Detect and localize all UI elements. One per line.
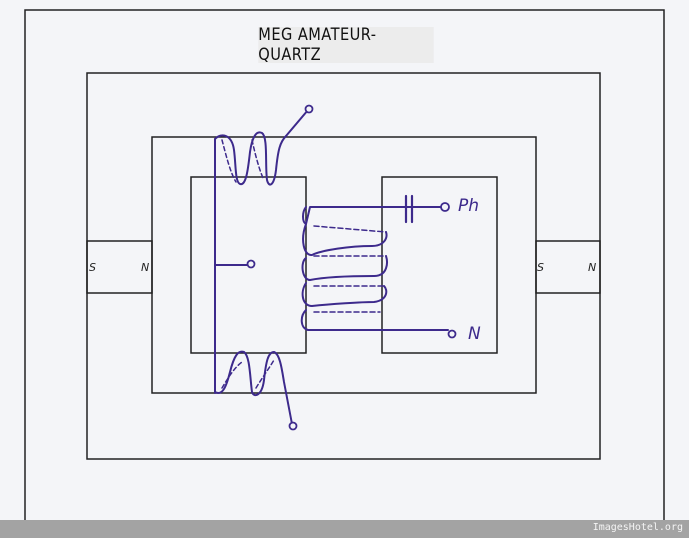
top-coil-back (221, 139, 265, 183)
core-frame (151, 136, 537, 394)
bottom-coil-front (214, 350, 293, 425)
bottom-terminal-circle (288, 421, 298, 431)
top-coil-front (214, 109, 309, 186)
right-magnet-n-label: N (588, 261, 597, 274)
ph-terminal-label: Ph (458, 196, 480, 216)
footer-bar: ImagesHotel.org (0, 520, 689, 538)
left-magnet-n-label: N (141, 261, 150, 274)
n-terminal-circle (447, 329, 457, 339)
bottom-coil-back (221, 359, 275, 389)
left-core-leg (190, 176, 307, 354)
wiring (214, 104, 457, 431)
left-magnet (86, 240, 153, 294)
magnet-outer-frame (86, 72, 601, 460)
right-coil-front (300, 206, 449, 331)
right-coil-back (313, 225, 387, 313)
diagram-title: MEG AMATEUR-QUARTZ (258, 25, 434, 65)
right-core-leg (381, 176, 498, 354)
right-magnet (535, 240, 601, 294)
top-terminal-circle (304, 104, 314, 114)
watermark-text: ImagesHotel.org (592, 522, 683, 533)
middle-tap-circle (246, 259, 256, 269)
outer-border (24, 9, 665, 523)
right-magnet-s-label: S (537, 261, 544, 274)
left-magnet-s-label: S (89, 261, 96, 274)
ph-terminal-circle (440, 202, 450, 212)
n-terminal-label: N (468, 324, 481, 344)
